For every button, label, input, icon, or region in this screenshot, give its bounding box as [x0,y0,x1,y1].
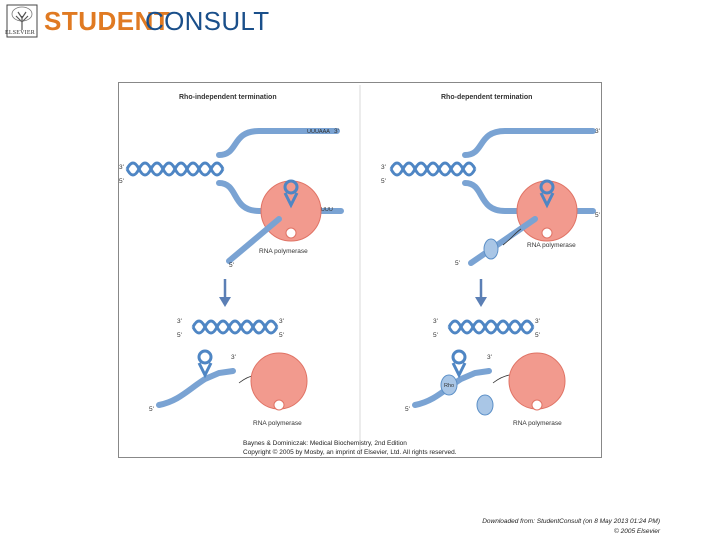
left-rnap-label: RNA polymerase [259,248,308,255]
right-after-3a: 3' [433,318,438,325]
right-after-rna-3: 3' [487,354,492,361]
right-dna-helix: 3' 5' [381,161,477,185]
right-rho-label: Rho [444,383,454,389]
right-released-rna: Rho 3' 5' [405,349,526,416]
left-after-5b: 5' [279,332,284,339]
left-free-rnap: RNA polymerase [250,352,308,427]
left-after-rna-3: 3' [231,354,236,361]
left-rnap-top: 5' RNA polymerase [226,179,322,269]
logo-student: STUDENT [44,6,171,36]
right-3prime-top: 3' [595,128,600,135]
right-step-arrowhead [475,297,487,307]
caption-line-1: Baynes & Dominiczak: Medical Biochemistr… [243,440,407,447]
right-after-5a: 5' [433,332,438,339]
termination-diagram: Rho-independent termination UUUAAA 3' UU… [119,85,600,456]
right-after-rna-5: 5' [405,406,410,413]
right-after-3b: 3' [535,318,540,325]
logo-consult: CONSULT [145,6,270,36]
right-5prime-mid: 5' [595,212,600,219]
right-dna-5prime: 5' [381,178,386,185]
left-dna-5prime: 5' [119,178,124,185]
right-panel-title: Rho-dependent termination [441,94,532,101]
right-rnap-label: RNA polymerase [527,242,576,249]
rho-protein-bound [483,238,499,260]
copyright-note: © 2005 Elsevier [614,528,660,535]
right-after-rnap-label: RNA polymerase [513,420,562,427]
left-after-3b: 3' [279,318,284,325]
left-after-5a: 5' [177,332,182,339]
left-step-arrowhead [219,297,231,307]
elsevier-tree-icon [6,4,38,38]
left-after-3a: 3' [177,318,182,325]
right-after-helix: 3' 5' 3' 5' [433,318,540,339]
figure: Rho-independent termination UUUAAA 3' UU… [118,82,602,458]
publisher-emblem-text: ELSEVIER [5,30,35,36]
download-note: Downloaded from: StudentConsult (on 8 Ma… [482,518,660,525]
header: ELSEVIER STUDENT CONSULT [0,0,720,40]
right-after-5b: 5' [535,332,540,339]
rho-free [476,394,494,416]
right-dna-3prime: 3' [381,164,386,171]
left-after-rnap-label: RNA polymerase [253,420,302,427]
left-uuu-top: UUUAAA [307,129,330,135]
caption-line-2: Copyright © 2005 by Mosby, an imprint of… [243,448,457,456]
right-rnap-top: 5' RNA polymerase [455,179,578,267]
right-dna-upper: 3' 5' [462,128,600,219]
right-rna-5prime: 5' [455,260,460,267]
left-dna-helix: 3' 5' [119,161,225,185]
left-rna-5prime: 5' [229,262,234,269]
left-panel-title: Rho-independent termination [179,94,277,101]
left-dna-3prime: 3' [119,164,124,171]
left-3prime-top: 3' [334,128,339,135]
right-free-rnap: RNA polymerase [508,352,566,427]
rho-protein-released [440,374,458,396]
left-after-rna-5: 5' [149,406,154,413]
left-after-helix: 3' 5' 3' 5' [177,318,284,339]
